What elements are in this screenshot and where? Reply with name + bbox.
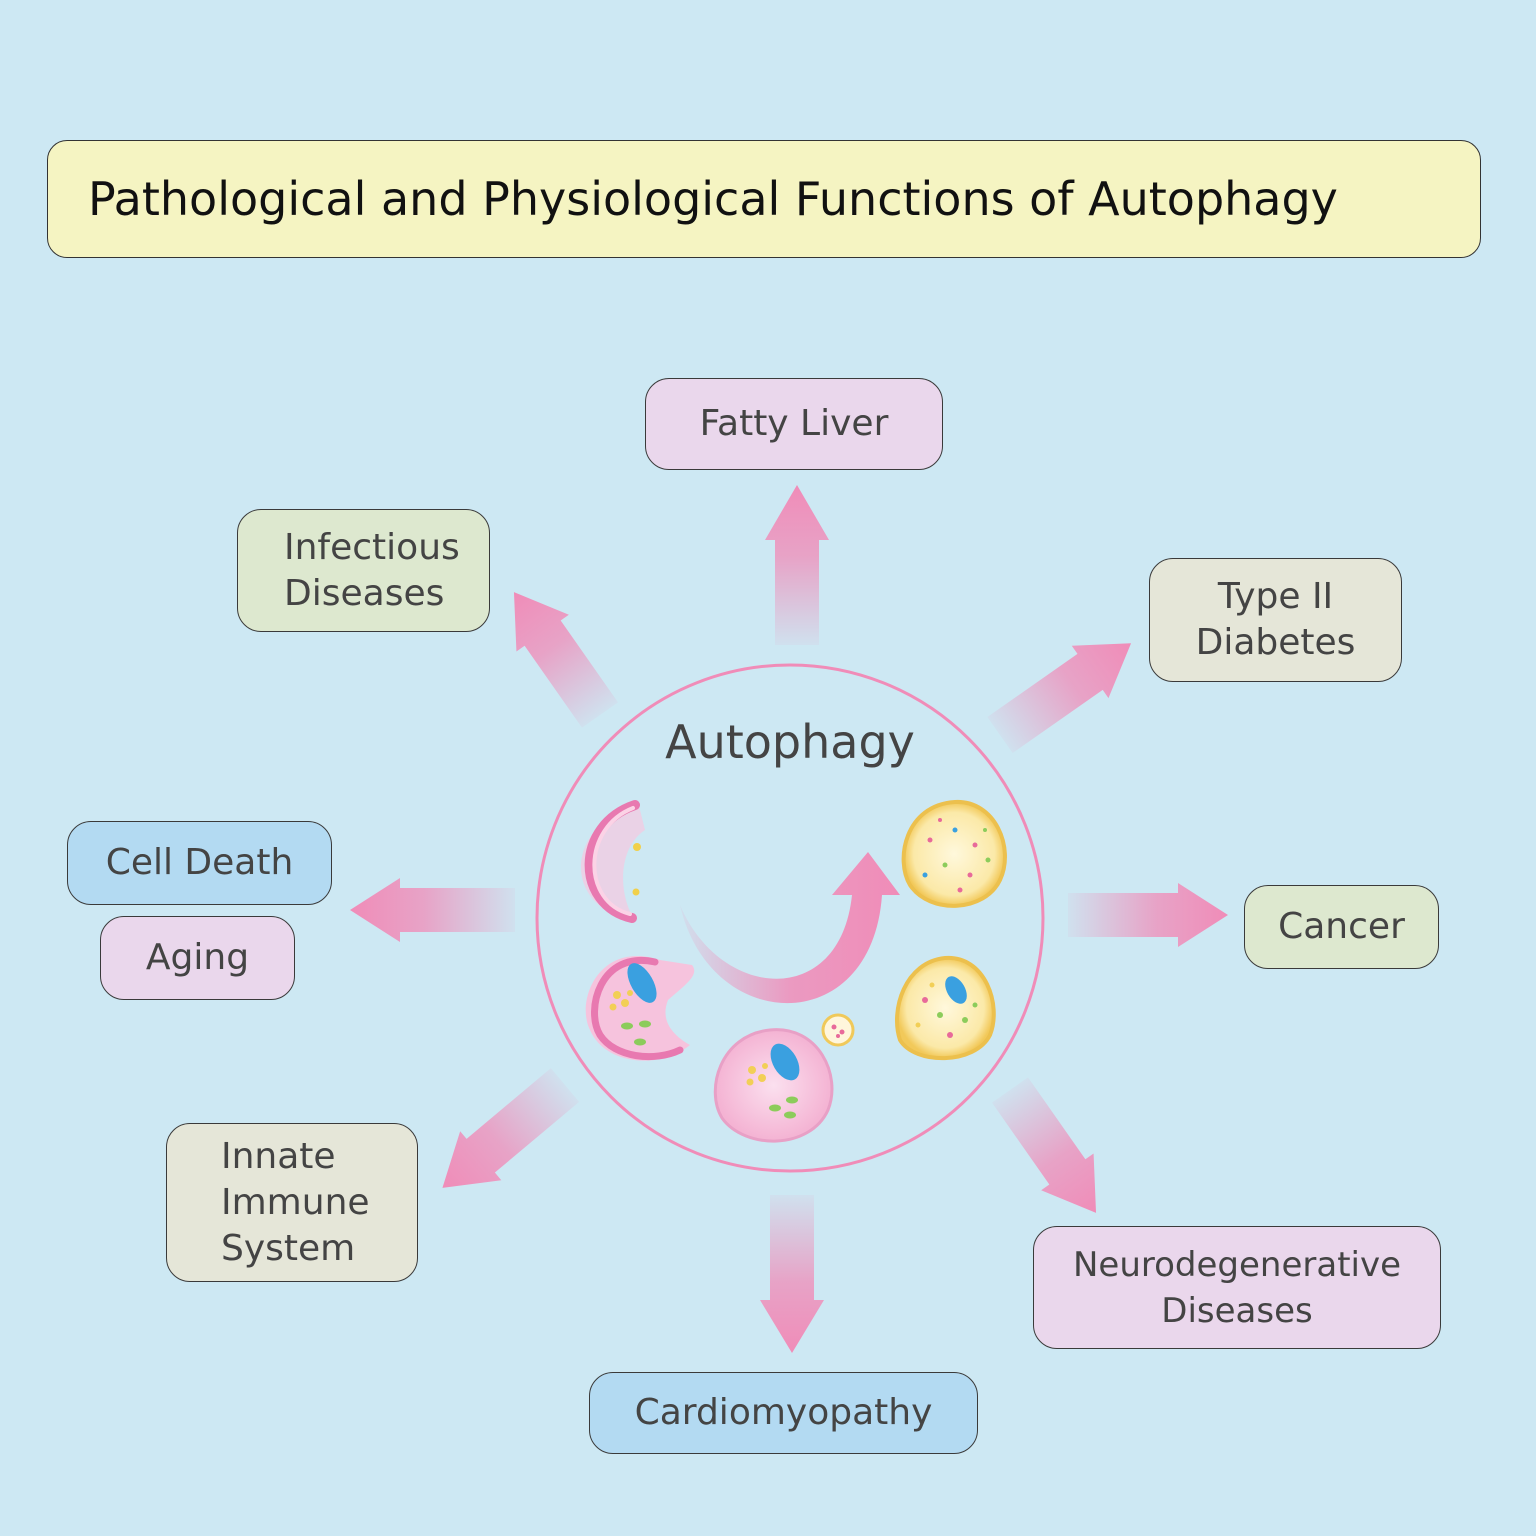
node-label: Innate (221, 1135, 336, 1177)
arrow-to-infectious-diseases (513, 592, 619, 728)
node-label: System (221, 1227, 356, 1269)
node-innate-immune-system: Innate Immune System (166, 1123, 418, 1282)
node-label: Cell Death (105, 842, 294, 883)
node-aging: Aging (100, 916, 295, 1000)
small-vesicle (821, 1013, 855, 1047)
node-neurodegenerative-diseases: Neurodegenerative Diseases (1033, 1226, 1441, 1349)
process-curved-arrow (680, 852, 900, 1004)
arrow-to-cell-death (350, 878, 515, 942)
node-label: Type II (1217, 576, 1334, 617)
node-label: Cardiomyopathy (634, 1392, 933, 1433)
degrading-cell (895, 955, 996, 1061)
node-label: Cancer (1278, 906, 1405, 947)
node-type2-diabetes: Type II Diabetes (1149, 558, 1402, 682)
diagram-title: Pathological and Physiological Functions… (47, 140, 1481, 258)
engulfing-cell (585, 956, 695, 1061)
node-cancer: Cancer (1244, 885, 1439, 969)
autolysosome-cell (901, 799, 1007, 908)
node-label: Diabetes (1195, 622, 1356, 663)
node-label: Immune (221, 1181, 370, 1223)
pink-cell (713, 1028, 834, 1143)
node-label: Aging (145, 937, 250, 978)
autophagy-circle (535, 663, 1045, 1173)
arrow-to-type2-diabetes (987, 643, 1132, 754)
node-fatty-liver: Fatty Liver (645, 378, 943, 470)
node-cardiomyopathy: Cardiomyopathy (589, 1372, 978, 1454)
node-label: Fatty Liver (699, 403, 889, 444)
node-label: Neurodegenerative (1072, 1244, 1402, 1285)
phagophore-cell (580, 800, 645, 923)
arrow-to-cancer (1068, 883, 1228, 947)
arrow-to-innate-immune-system (442, 1068, 580, 1188)
arrow-to-fatty-liver (765, 485, 829, 645)
center-label: Autophagy (665, 715, 915, 769)
node-cell-death: Cell Death (67, 821, 332, 905)
arrow-to-neurodegenerative-diseases (991, 1077, 1097, 1213)
arrow-to-cardiomyopathy (760, 1195, 824, 1353)
node-label: Infectious (284, 526, 460, 568)
node-label: Diseases (284, 572, 445, 614)
node-infectious-diseases: Infectious Diseases (237, 509, 490, 632)
node-label: Diseases (1161, 1290, 1313, 1331)
